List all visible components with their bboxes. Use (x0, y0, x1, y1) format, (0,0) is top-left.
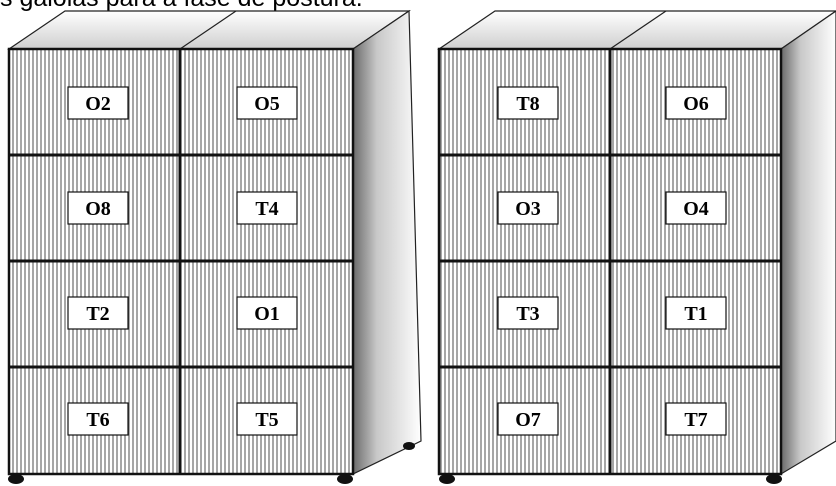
cage-cell: O6 (666, 87, 726, 119)
cage-cell: O1 (237, 297, 297, 329)
cage-label: O4 (683, 198, 709, 220)
cage-cell: T6 (68, 403, 128, 435)
cage-label: T1 (684, 303, 707, 325)
cage-cell: T5 (237, 403, 297, 435)
cage-label: O2 (85, 93, 111, 115)
caster-wheel (766, 474, 782, 484)
cage-cell: O5 (237, 87, 297, 119)
cage-cell: T1 (666, 297, 726, 329)
cage-label: T7 (684, 409, 707, 431)
cage-cell: O2 (68, 87, 128, 119)
cage-cell: T7 (666, 403, 726, 435)
cage-cell: T2 (68, 297, 128, 329)
cage-label: T2 (86, 303, 109, 325)
caster-wheel (439, 474, 455, 484)
caster-wheel (8, 474, 24, 484)
cabinet-left-side (353, 11, 421, 474)
cage-label: T5 (255, 409, 278, 431)
cage-cell: T8 (498, 87, 558, 119)
cage-cell: T3 (498, 297, 558, 329)
cage-label: O6 (683, 93, 709, 115)
cage-cell: T4 (237, 192, 297, 224)
cage-cell: O8 (68, 192, 128, 224)
caster-wheel (337, 474, 353, 484)
cage-label: O8 (85, 198, 111, 220)
cage-label: O3 (515, 198, 541, 220)
cage-label: O7 (515, 409, 541, 431)
cabinet-right: T8 O6 O3 O4 T3 T1 O7 T7 (439, 11, 836, 484)
cage-cell: O7 (498, 403, 558, 435)
cabinet-left: O2 O5 O8 T4 T2 O1 T6 T5 (8, 11, 421, 484)
cage-label: O1 (254, 303, 280, 325)
caster-wheel (403, 442, 415, 450)
cage-label: T8 (516, 93, 539, 115)
cage-cell: O3 (498, 192, 558, 224)
cage-cell: O4 (666, 192, 726, 224)
cage-label: T6 (86, 409, 109, 431)
cage-label: T3 (516, 303, 539, 325)
cage-label: O5 (254, 93, 280, 115)
cabinet-right-side (781, 11, 836, 474)
cage-label: T4 (255, 198, 278, 220)
